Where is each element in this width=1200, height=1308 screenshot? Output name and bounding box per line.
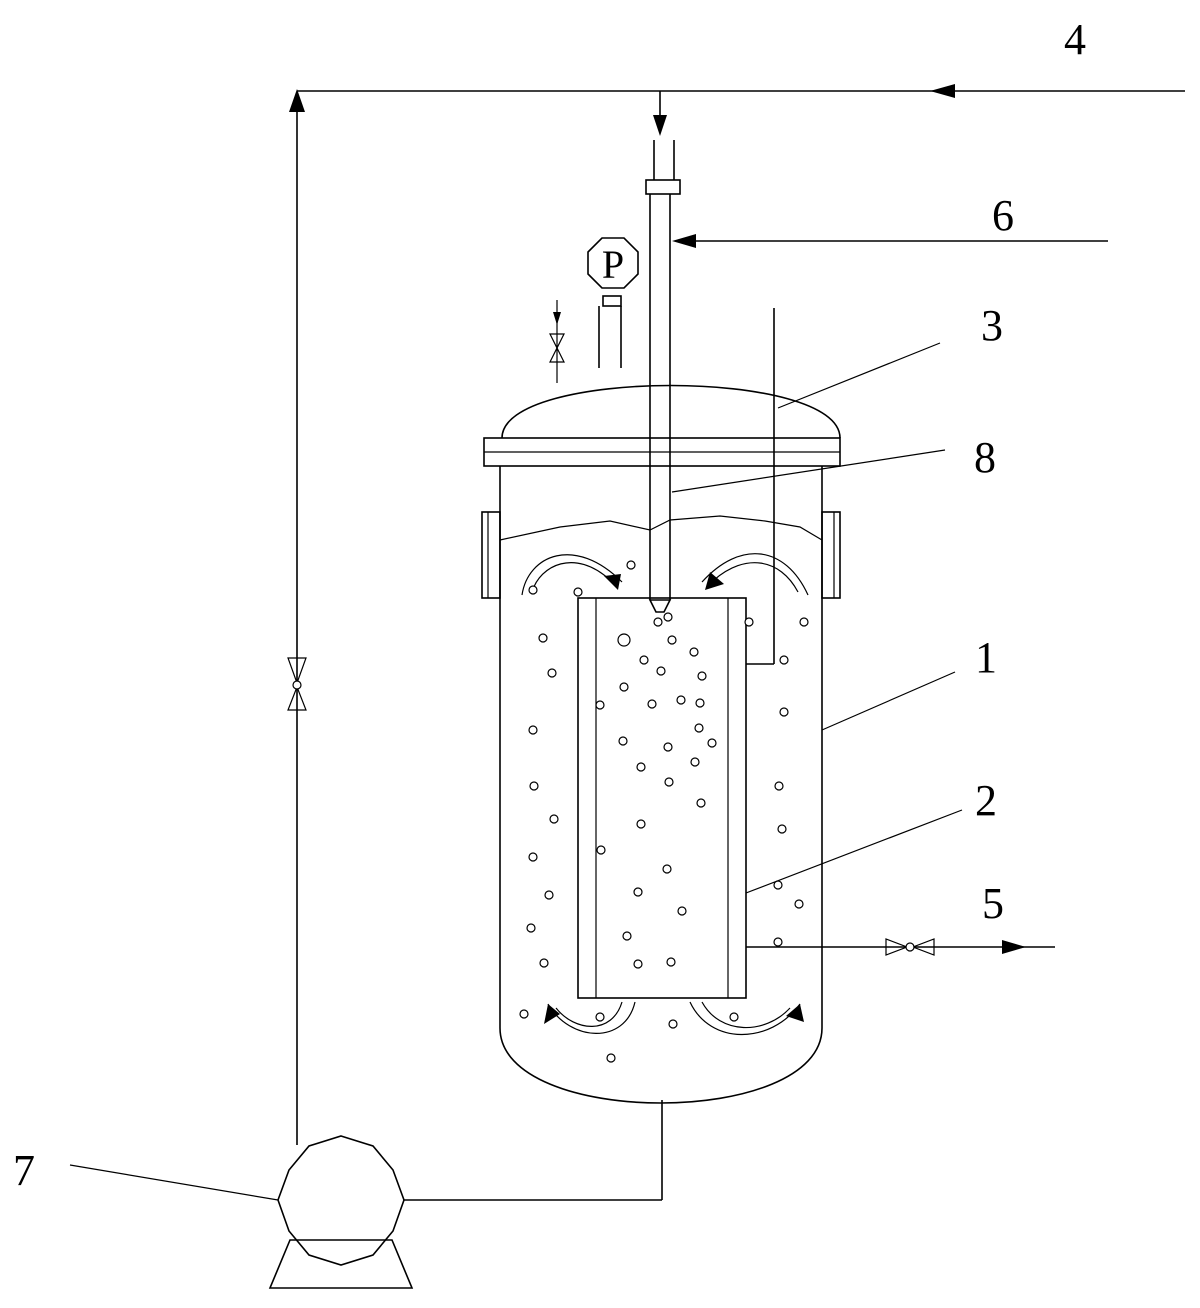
bubble-icon xyxy=(619,737,627,745)
callout-5: 5 xyxy=(982,879,1004,928)
bubble-icon xyxy=(607,1054,615,1062)
flow-arrow-icon xyxy=(690,1002,800,1035)
leader-8 xyxy=(672,450,945,492)
bubble-icon xyxy=(529,853,537,861)
bubble-icon xyxy=(529,586,537,594)
bubble-icon xyxy=(520,1010,528,1018)
bubble-icon xyxy=(691,758,699,766)
recycle-line xyxy=(288,89,306,1145)
flow-arrow-icon xyxy=(548,1002,635,1033)
pressure-gauge-symbol: P xyxy=(602,242,624,287)
bubble-icon xyxy=(545,891,553,899)
feed-arrow-icon xyxy=(930,84,955,98)
bubble-icon xyxy=(780,656,788,664)
feed-line-4 xyxy=(297,84,1185,136)
bubble-icon xyxy=(648,700,656,708)
bubble-icon xyxy=(620,683,628,691)
bubble-icon xyxy=(780,708,788,716)
callout-2: 2 xyxy=(975,776,997,825)
bubble-icon xyxy=(795,900,803,908)
bubble-icon xyxy=(696,699,704,707)
bubble-icon xyxy=(539,634,547,642)
down-arrow-icon xyxy=(653,115,667,136)
bubble-icon xyxy=(690,648,698,656)
leader-7 xyxy=(70,1165,278,1200)
bubble-icon xyxy=(530,782,538,790)
feed-tube-8 xyxy=(646,140,680,612)
draft-tube-2 xyxy=(578,598,746,998)
bubble-icon xyxy=(730,1013,738,1021)
bubble-icon xyxy=(664,743,672,751)
leader-3 xyxy=(778,343,940,408)
gas-line-6 xyxy=(672,234,1108,248)
bubble-icon xyxy=(627,561,635,569)
bubble-icon xyxy=(529,726,537,734)
bubble-icon xyxy=(657,667,665,675)
bubble-icon xyxy=(574,588,582,596)
leader-lines xyxy=(70,343,962,1200)
bubble-icon xyxy=(745,618,753,626)
bubble-icon xyxy=(697,799,705,807)
bubble-icon xyxy=(695,724,703,732)
bubble-icon xyxy=(664,613,672,621)
flow-arrow-icon xyxy=(702,554,808,595)
bubble-icon xyxy=(665,778,673,786)
bubble-icon xyxy=(597,846,605,854)
pressure-gauge: P xyxy=(588,238,638,368)
callout-6: 6 xyxy=(992,191,1014,240)
bubble-icon xyxy=(634,960,642,968)
bubble-icon xyxy=(623,932,631,940)
bubble-icon xyxy=(775,782,783,790)
bubble-icon xyxy=(654,618,662,626)
leader-1 xyxy=(822,672,955,730)
leader-2 xyxy=(746,810,962,893)
bubble-icon xyxy=(596,1013,604,1021)
bubble-icon xyxy=(548,669,556,677)
drain-line xyxy=(404,1100,662,1200)
bubble-icon xyxy=(637,820,645,828)
left-arrow-icon xyxy=(672,234,696,248)
up-arrow-icon xyxy=(289,89,305,112)
bubble-icon xyxy=(774,938,782,946)
bubble-icon xyxy=(668,636,676,644)
bubble-icon xyxy=(550,815,558,823)
vessel-head-3 xyxy=(484,386,840,467)
vent-valve-icon xyxy=(550,300,564,383)
sensor-rod xyxy=(746,308,774,664)
callout-8: 8 xyxy=(974,433,996,482)
bubble-icon xyxy=(669,1020,677,1028)
bubble-icon xyxy=(708,739,716,747)
bubble-icon xyxy=(540,959,548,967)
bubble-icon xyxy=(778,825,786,833)
bubble-icon xyxy=(527,924,535,932)
bubble-icon xyxy=(667,958,675,966)
gas-bubbles xyxy=(520,561,808,1062)
bubble-icon xyxy=(634,888,642,896)
callout-1: 1 xyxy=(975,633,997,682)
bubble-icon xyxy=(678,907,686,915)
bubble-icon xyxy=(698,672,706,680)
bubble-icon xyxy=(800,618,808,626)
circulation-arrows xyxy=(522,554,808,1035)
callout-4: 4 xyxy=(1064,15,1086,64)
circulation-pump-7 xyxy=(270,1136,412,1288)
callout-3: 3 xyxy=(981,301,1003,350)
bubble-icon xyxy=(640,656,648,664)
bubble-icon xyxy=(677,696,685,704)
callout-7: 7 xyxy=(13,1146,35,1195)
bubble-icon xyxy=(663,865,671,873)
bubble-icon xyxy=(596,701,604,709)
bubble-icon xyxy=(618,634,630,646)
outlet-line-5 xyxy=(746,939,1055,955)
bubble-icon xyxy=(637,763,645,771)
right-arrow-icon xyxy=(1002,940,1026,954)
